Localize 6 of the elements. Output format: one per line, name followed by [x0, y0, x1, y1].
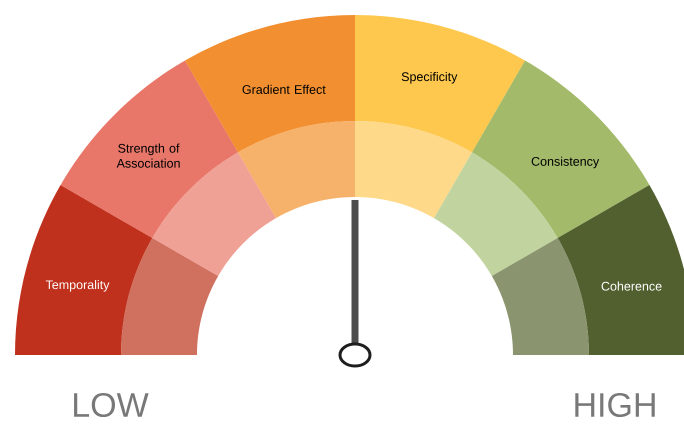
gauge-segment: Specificity — [355, 15, 525, 218]
gauge-segment: Coherence — [492, 185, 684, 355]
scale-label: LOW — [74, 392, 149, 418]
gauge-segment: Temporality — [15, 185, 218, 355]
gauge-segment: Gradient Effect — [185, 15, 355, 218]
scale-label: HIGH — [575, 392, 655, 418]
